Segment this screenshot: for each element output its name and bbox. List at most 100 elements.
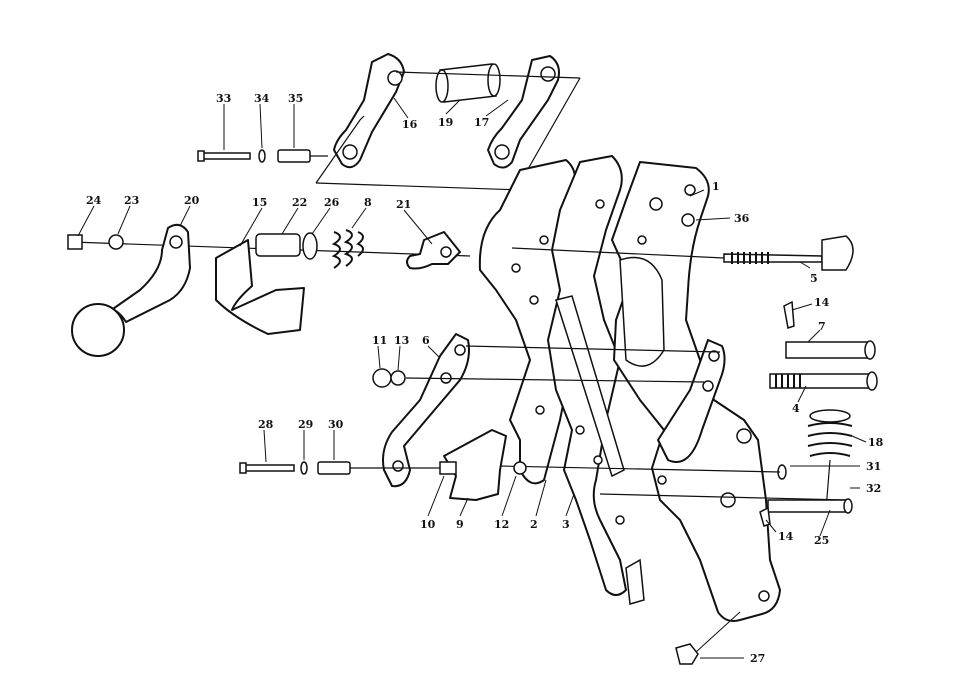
leader-34 [259, 103, 263, 149]
callout-6: 6 [422, 334, 430, 347]
callout-4: 4 [792, 402, 800, 415]
bracket-9 [443, 429, 507, 501]
callout-36: 36 [734, 212, 750, 225]
guide-line [315, 182, 523, 191]
frame-hole [684, 184, 696, 196]
callout-leaders [77, 97, 867, 659]
callout-8: 8 [364, 196, 372, 209]
callout-20: 20 [184, 194, 200, 207]
leader-26 [311, 207, 331, 235]
link-plate-16-hole [387, 70, 403, 86]
handle-knob [71, 303, 125, 357]
handle-lever-20 [99, 223, 191, 323]
frame-hole [529, 295, 539, 305]
pin-25 [767, 499, 847, 513]
link-plate-16-hole [342, 144, 358, 160]
frame-hole [637, 235, 647, 245]
callout-24: 24 [86, 194, 102, 207]
pin-28 [243, 464, 295, 472]
callout-12: 12 [494, 518, 509, 531]
link-plate-17 [487, 55, 560, 169]
pin-25-end [843, 498, 853, 514]
bolt-24 [67, 234, 83, 250]
callout-17: 17 [474, 116, 489, 129]
callout-15: 15 [252, 196, 267, 209]
callout-21: 21 [396, 198, 411, 211]
callout-7: 7 [818, 320, 826, 333]
leader-18 [851, 435, 867, 443]
link-plate-6-hole [454, 344, 466, 356]
callout-3: 3 [562, 518, 570, 531]
cam-21 [406, 231, 461, 270]
pin-7 [785, 341, 869, 359]
link-plate-16 [333, 53, 405, 169]
pin-7-end [864, 340, 876, 360]
bushing-22 [255, 233, 301, 257]
frame-hole [539, 235, 549, 245]
axis-line [465, 345, 721, 353]
cam-21-hole [440, 246, 452, 258]
right-link-arm [657, 339, 726, 463]
leader-5 [799, 261, 811, 269]
bolt-4-head [866, 371, 878, 391]
long-bolt-5-thread [731, 252, 769, 264]
callout-35: 35 [288, 92, 303, 105]
leader-14a [791, 303, 813, 311]
washer-34 [258, 149, 266, 163]
guide-line [395, 71, 581, 79]
frame-hole [511, 263, 521, 273]
callout-13: 13 [394, 334, 409, 347]
frame-hole [575, 425, 585, 435]
leader-16 [393, 97, 409, 119]
nut-11 [372, 368, 392, 388]
leader-23 [117, 205, 131, 235]
frame-foot-tab [625, 558, 645, 605]
callout-33: 33 [216, 92, 231, 105]
callout-23: 23 [124, 194, 139, 207]
callout-32: 32 [866, 482, 881, 495]
nut-36 [681, 213, 695, 227]
callout-31: 31 [866, 460, 881, 473]
callout-29: 29 [298, 418, 313, 431]
bottom-pin-set [239, 429, 741, 665]
frame-hole [595, 199, 605, 209]
leader-8 [351, 207, 367, 229]
callout-11: 11 [372, 334, 387, 347]
pin-set-top [197, 149, 328, 163]
frame-hole [758, 590, 770, 602]
leader-25 [819, 509, 831, 537]
pin-28-head [239, 462, 247, 474]
spring-8 [331, 229, 364, 269]
axis-line [511, 247, 725, 259]
long-bolt-5-head [821, 235, 854, 271]
bracket-15 [215, 239, 305, 335]
pin-33 [199, 152, 251, 160]
spacer-tube-19-end [487, 63, 501, 97]
sleeve-35 [277, 149, 311, 163]
spring-18-top [809, 409, 851, 423]
callout-2: 2 [530, 518, 538, 531]
right-side-parts [499, 235, 878, 527]
link-plate-17-hole [494, 144, 510, 160]
right-link-arm-hole [702, 380, 714, 392]
washer-26 [302, 232, 318, 260]
callout-30: 30 [328, 418, 344, 431]
frame-hole [736, 428, 752, 444]
spacer-tube-19-end [435, 69, 449, 103]
leader-19 [445, 99, 461, 115]
leader-12 [501, 475, 517, 517]
callout-28: 28 [258, 418, 274, 431]
callout-19: 19 [438, 116, 453, 129]
leader-28 [263, 429, 267, 463]
frame-hole [535, 405, 545, 415]
leader-2 [535, 479, 547, 517]
pin-33-head [197, 150, 205, 162]
frame-hole [657, 475, 667, 485]
callout-18: 18 [868, 436, 884, 449]
callout-26: 26 [324, 196, 340, 209]
handle-lever-hole [169, 235, 183, 249]
callout-9: 9 [456, 518, 464, 531]
frame-hole [615, 515, 625, 525]
